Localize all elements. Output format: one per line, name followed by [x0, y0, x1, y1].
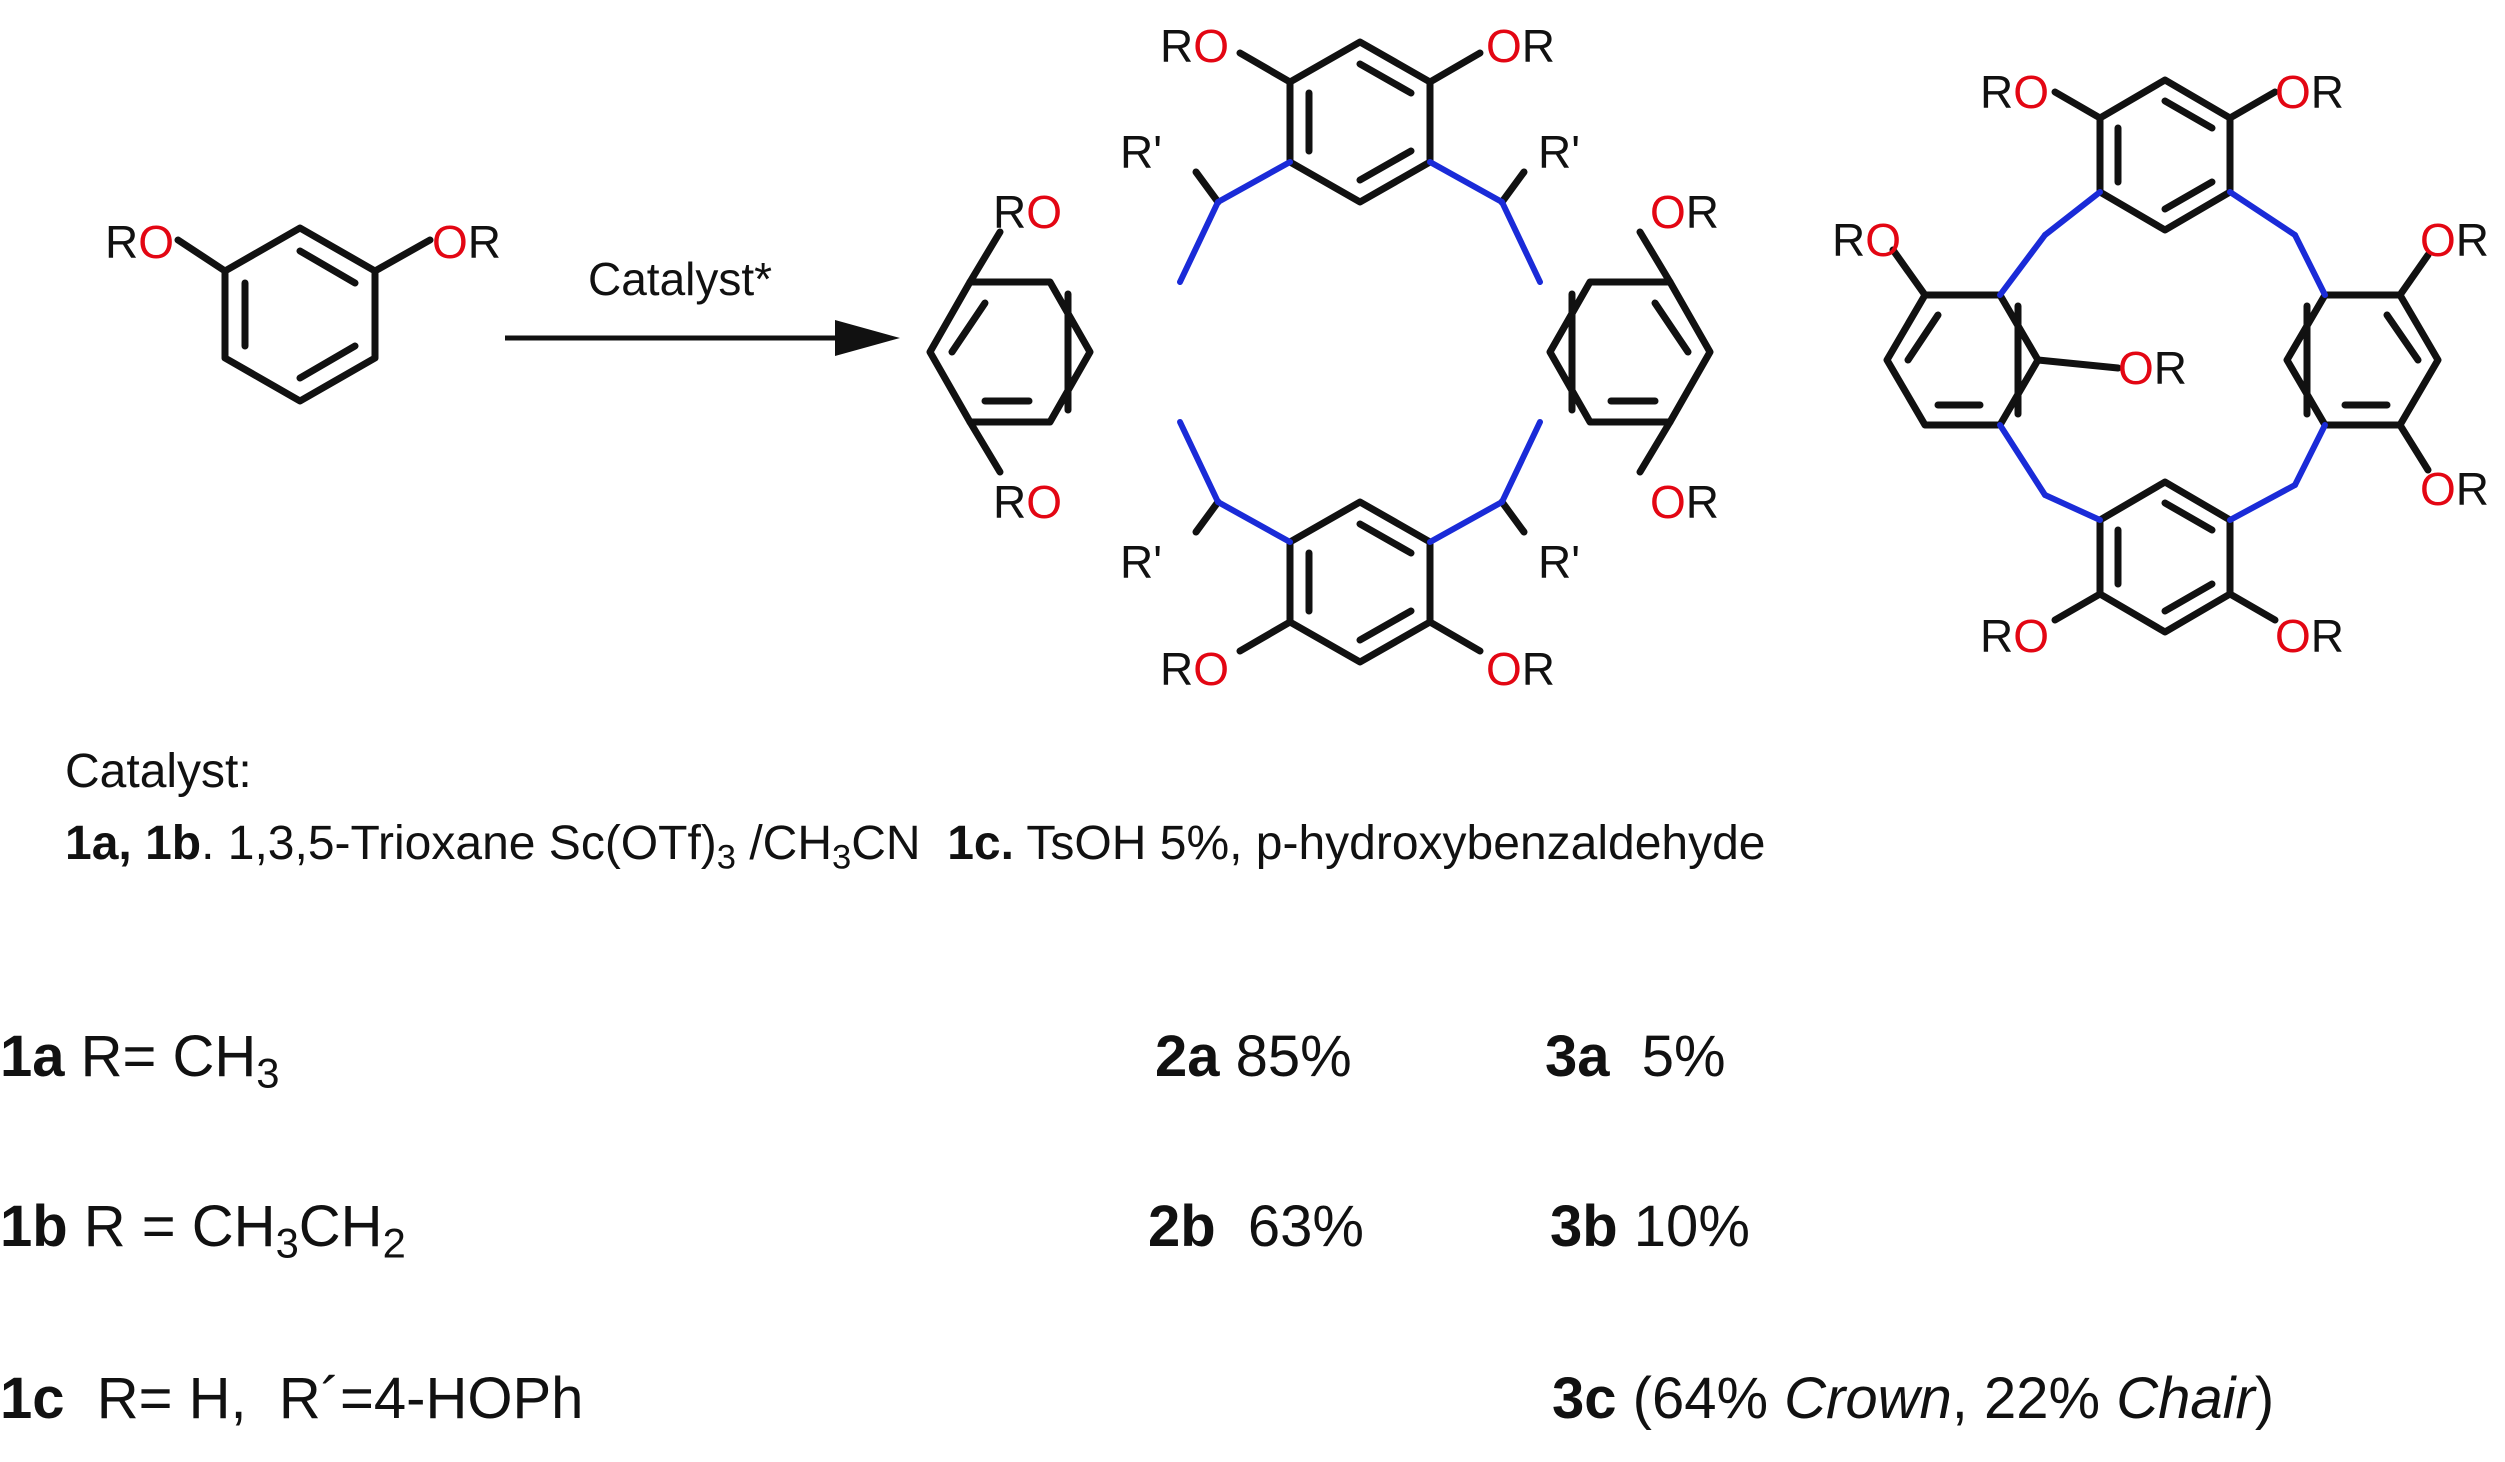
p3-top-right-or: OR — [2275, 66, 2344, 118]
row-1b-reactant: 1b R = CH3CH2 — [0, 1194, 406, 1267]
p2-right-top-or: OR — [1650, 186, 1719, 238]
catalyst-heading: Catalyst: — [65, 745, 252, 798]
product-2-structure: RO OR RO OR RO OR RO OR R' R' R' R' — [926, 20, 1719, 695]
row-1a-product-3: 3a 5% — [1545, 1024, 1726, 1089]
p3-bottom-left-ro: RO — [1980, 610, 2049, 662]
reaction-scheme: RO OR Catalyst* — [105, 20, 2489, 695]
row-1a-product-2: 2a 85% — [1155, 1024, 1352, 1089]
p3-right-bottom-or: OR — [2420, 463, 2489, 515]
row-1c-reactant: 1c R= H, R´=4-HOPh — [0, 1366, 584, 1431]
p2-bottom-left-ro: RO — [1160, 643, 1229, 695]
row-1b-product-2: 2b 63% — [1148, 1194, 1365, 1259]
p2-r-prime-4: R' — [1538, 536, 1580, 588]
p2-left-bottom-ro: RO — [993, 476, 1062, 528]
reactant-structure: RO OR — [105, 216, 501, 405]
p2-left-top-ro: RO — [993, 186, 1062, 238]
arrow-label: Catalyst* — [588, 253, 772, 305]
p3-inner-or: OR — [2118, 342, 2187, 394]
catalyst-ab-label: 1a, 1b — [65, 817, 202, 870]
p2-right-bottom-or: OR — [1650, 476, 1719, 528]
p2-r-prime-3: R' — [1120, 536, 1162, 588]
row-1c-product-3: 3c (64% Crown, 22% Chair) — [1552, 1366, 2275, 1431]
p2-r-prime-1: R' — [1120, 126, 1162, 178]
p2-bottom-right-or: OR — [1486, 643, 1555, 695]
p3-bottom-right-or: OR — [2275, 610, 2344, 662]
p3-top-left-ro: RO — [1980, 66, 2049, 118]
row-1a-reactant: 1a R= CH3 — [0, 1024, 280, 1097]
p2-top-right-or: OR — [1486, 20, 1555, 72]
p2-r-prime-2: R' — [1538, 126, 1580, 178]
p3-right-top-or: OR — [2420, 214, 2489, 266]
row-1b-product-3: 3b 10% — [1550, 1194, 1750, 1259]
p2-top-left-ro: RO — [1160, 20, 1229, 72]
catalyst-c-label: 1c. — [947, 817, 1014, 870]
p3-left-ro: RO — [1832, 214, 1901, 266]
reaction-arrow: Catalyst* — [505, 253, 900, 356]
reactant-or-label: OR — [432, 216, 501, 268]
product-3-structure: RO OR RO OR OR OR RO OR — [1832, 66, 2489, 662]
reactant-ro-label: RO — [105, 216, 174, 268]
catalyst-line-ab: 1a, 1b. 1,3,5-Trioxane Sc(OTf)3 /CH3CN 1… — [65, 817, 1766, 877]
